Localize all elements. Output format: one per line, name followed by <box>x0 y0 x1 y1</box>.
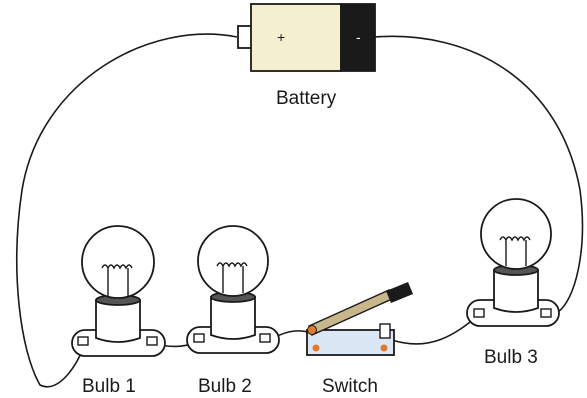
switch-label: Switch <box>322 376 378 397</box>
battery: + - <box>237 3 376 72</box>
battery-terminal <box>237 25 253 49</box>
bulb-2-label: Bulb 2 <box>198 376 252 397</box>
switch-contact-right <box>380 344 388 352</box>
bulb-2-filament <box>216 262 248 293</box>
bulb-2-screw-right <box>259 333 271 343</box>
bulb-1-socket <box>95 299 141 343</box>
bulb-1-screw-right <box>146 336 158 346</box>
switch-handle <box>386 282 413 303</box>
bulb-3 <box>466 198 560 327</box>
battery-negative-end <box>340 3 376 72</box>
bulb-3-glass <box>480 198 552 270</box>
bulb-2-glass <box>197 225 269 297</box>
switch-contact-left <box>312 344 320 352</box>
bulb-1-label: Bulb 1 <box>82 376 136 397</box>
battery-label: Battery <box>276 88 337 109</box>
battery-plus-sign: + <box>277 29 285 45</box>
bulb-2 <box>186 225 280 354</box>
switch-contact-pivot <box>307 325 317 335</box>
battery-minus-sign: - <box>356 29 361 45</box>
bulb-3-filament <box>499 236 531 266</box>
bulb-2-socket <box>210 296 256 340</box>
bulb-2-screw-left <box>193 333 205 343</box>
switch <box>306 282 413 356</box>
bulb-2-base <box>186 326 280 354</box>
bulb-3-socket <box>493 269 539 313</box>
bulb-3-label: Bulb 3 <box>484 347 538 368</box>
wire-battery-minus-to-bulb3 <box>374 35 584 313</box>
bulb-1-glass <box>81 225 155 299</box>
battery-body <box>250 3 342 72</box>
bulb-1 <box>71 225 166 357</box>
switch-post <box>379 323 391 339</box>
bulb-3-screw-right <box>540 308 552 318</box>
bulb-1-filament <box>101 264 133 296</box>
wire-battery-plus-to-bulb1 <box>16 33 238 388</box>
wire-switch-to-bulb3 <box>391 313 481 345</box>
bulb-1-screw-left <box>77 336 89 346</box>
bulb-3-screw-left <box>473 308 485 318</box>
